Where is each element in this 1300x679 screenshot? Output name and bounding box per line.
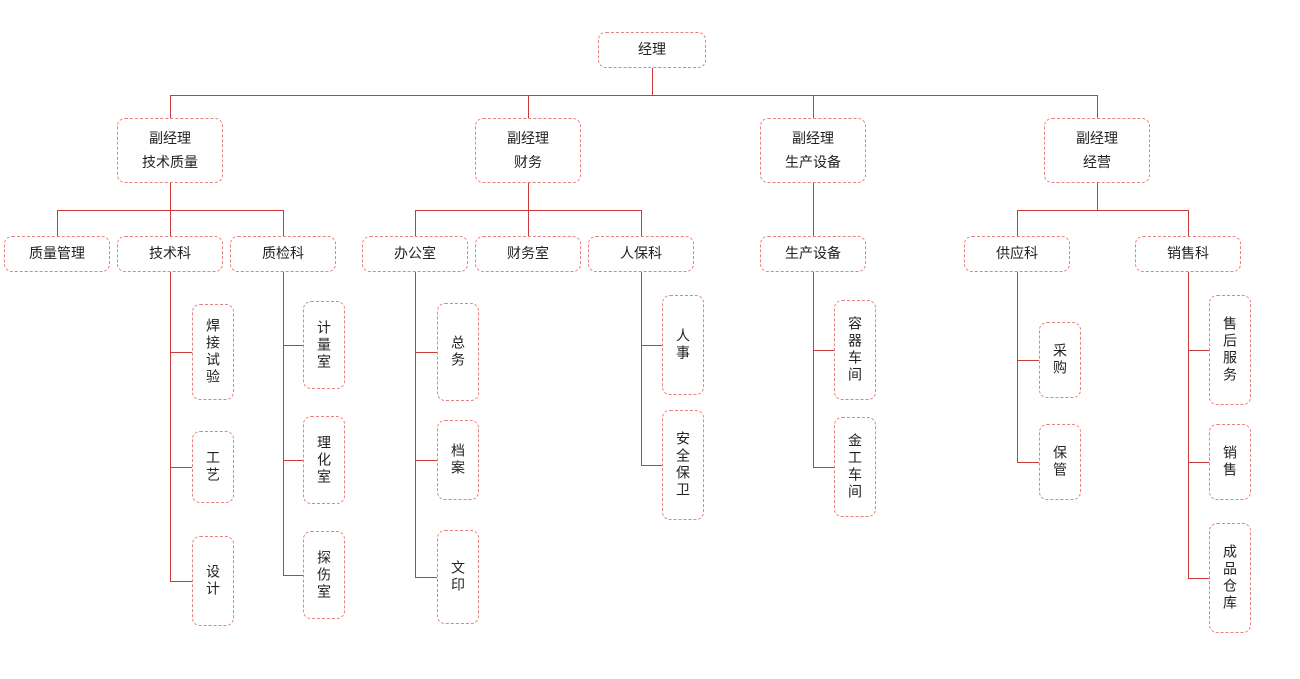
org-node-supply-section: 供应科: [964, 236, 1070, 272]
org-node-flaw-detection-room: 探伤室: [303, 531, 345, 619]
connector-line: [641, 465, 662, 466]
connector-line: [57, 210, 283, 211]
connector-line: [415, 210, 641, 211]
connector-line: [652, 68, 653, 95]
connector-line: [1017, 462, 1039, 463]
connector-line: [57, 210, 58, 236]
connector-line: [1188, 272, 1189, 578]
org-node-vp-tech-quality: 副经理 技术质量: [117, 118, 223, 183]
org-node-sales-section: 销售科: [1135, 236, 1241, 272]
org-node-safety-security: 安全保卫: [662, 410, 704, 520]
connector-line: [170, 581, 192, 582]
org-node-archives: 档案: [437, 420, 479, 500]
org-node-tech-section: 技术科: [117, 236, 223, 272]
org-node-inspection-section: 质检科: [230, 236, 336, 272]
connector-line: [283, 460, 303, 461]
org-node-design: 设计: [192, 536, 234, 626]
connector-line: [528, 183, 529, 210]
org-node-process: 工艺: [192, 431, 234, 503]
connector-line: [641, 345, 662, 346]
connector-line: [415, 352, 437, 353]
connector-line: [1017, 272, 1018, 462]
connector-line: [283, 210, 284, 236]
connector-line: [528, 210, 529, 236]
org-node-quality-management: 质量管理: [4, 236, 110, 272]
connector-line: [170, 95, 171, 118]
connector-line: [813, 183, 814, 236]
connector-line: [415, 272, 416, 577]
connector-line: [1188, 462, 1209, 463]
org-node-personnel: 人事: [662, 295, 704, 395]
org-node-after-sales-service: 售后服务: [1209, 295, 1251, 405]
org-node-welding-test: 焊接试验: [192, 304, 234, 400]
org-node-vp-operations: 副经理 经营: [1044, 118, 1150, 183]
org-node-physchem-room: 理化室: [303, 416, 345, 504]
connector-line: [1017, 210, 1018, 236]
connector-line: [1097, 95, 1098, 118]
connector-line: [1017, 360, 1039, 361]
connector-line: [1188, 578, 1209, 579]
connector-line: [1188, 210, 1189, 236]
connector-line: [1017, 210, 1188, 211]
org-node-metrology-room: 计量室: [303, 301, 345, 389]
connector-line: [170, 272, 171, 581]
org-node-hr-security-section: 人保科: [588, 236, 694, 272]
connector-line: [528, 95, 529, 118]
connector-line: [283, 575, 303, 576]
connector-line: [283, 345, 303, 346]
connector-line: [1188, 350, 1209, 351]
connector-line: [1097, 183, 1098, 210]
connector-line: [641, 272, 642, 465]
connector-line: [170, 95, 1097, 96]
org-node-storage-keeping: 保管: [1039, 424, 1081, 500]
connector-line: [170, 210, 171, 236]
org-node-general-affairs: 总务: [437, 303, 479, 401]
connector-line: [813, 350, 834, 351]
connector-line: [283, 272, 284, 575]
org-node-production-equipment: 生产设备: [760, 236, 866, 272]
connector-line: [641, 210, 642, 236]
connector-line: [813, 272, 814, 467]
org-node-sales: 销售: [1209, 424, 1251, 500]
org-node-office: 办公室: [362, 236, 468, 272]
connector-line: [170, 467, 192, 468]
connector-line: [170, 352, 192, 353]
connector-line: [170, 183, 171, 210]
org-node-document-printing: 文印: [437, 530, 479, 624]
org-node-finished-warehouse: 成品仓库: [1209, 523, 1251, 633]
org-node-purchasing: 采购: [1039, 322, 1081, 398]
connector-line: [813, 467, 834, 468]
connector-line: [415, 460, 437, 461]
org-node-metalwork-workshop: 金工车间: [834, 417, 876, 517]
org-node-vp-production-equip: 副经理 生产设备: [760, 118, 866, 183]
org-node-finance-room: 财务室: [475, 236, 581, 272]
connector-line: [415, 210, 416, 236]
connector-line: [813, 95, 814, 118]
org-node-manager: 经理: [598, 32, 706, 68]
org-node-container-workshop: 容器车间: [834, 300, 876, 400]
connector-line: [415, 577, 437, 578]
org-node-vp-finance: 副经理 财务: [475, 118, 581, 183]
